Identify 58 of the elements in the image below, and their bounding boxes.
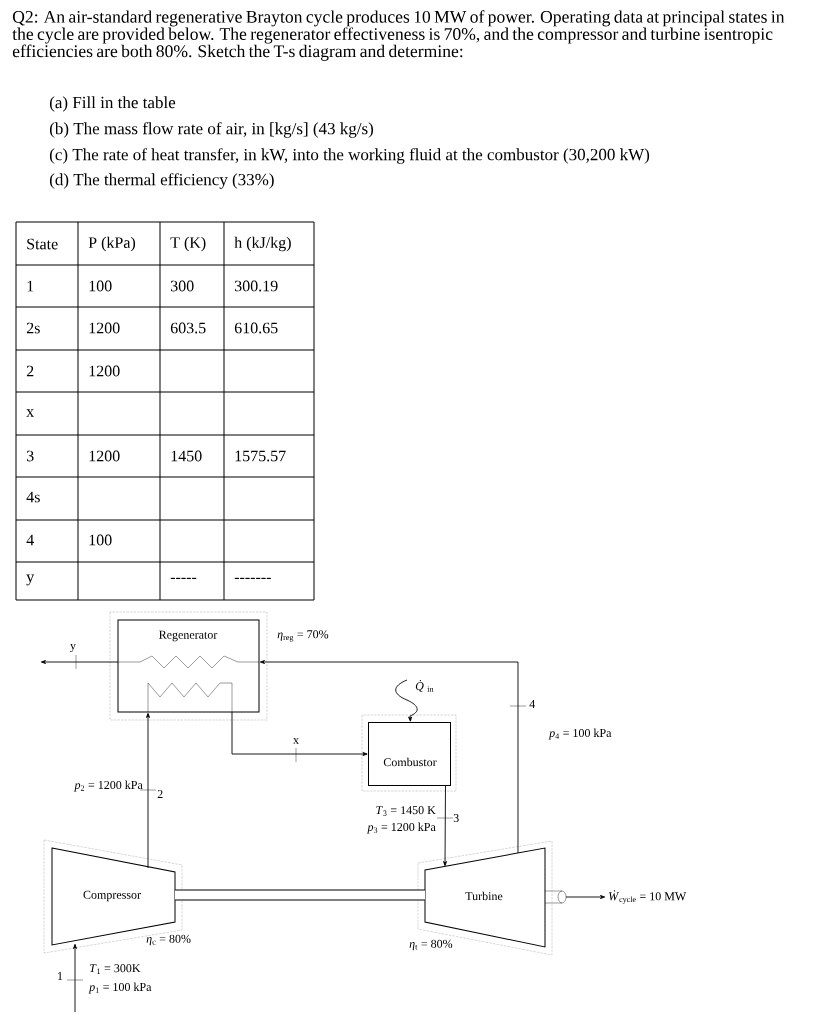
temperature-label: T$_{1}$ = 300K <box>90 964 141 974</box>
efficiency-label: η$_{c}$ = 80% <box>146 934 191 946</box>
table-header: T (K) <box>170 236 206 252</box>
table-header: State <box>27 238 58 250</box>
table-cell: 2 <box>26 365 34 377</box>
pressure-label: p$_{4}$ = 100 kPa <box>548 728 612 740</box>
efficiency-label: η$_{reg}$ = 70% <box>277 630 329 642</box>
flow-arrow <box>73 943 77 1013</box>
item-text: (c) The rate of heat transfer, in kW, into the working fluid at the combustor (30,200 kW) <box>49 148 650 164</box>
table-cell: x <box>26 409 34 417</box>
edge-label: Ẇ$_{cycle}$ = 10 MW <box>609 890 687 904</box>
table-cell: 300.19 <box>234 280 278 292</box>
item-text: (d) The thermal efficiency (33%) <box>49 173 274 189</box>
table-cell: 2s <box>26 322 40 334</box>
table-cell: 1450 <box>171 450 202 462</box>
table-header: h (kJ/kg) <box>234 236 291 252</box>
table-cell: 300 <box>170 280 194 292</box>
temperature-label: T$_{3}$ = 1450 K <box>376 806 436 816</box>
table-cell: 1200 <box>89 365 120 377</box>
pressure-label: p$_{1}$ = 100 kPa <box>88 982 152 994</box>
item-text: (b) The mass flow rate of air, in [kg/s] (43 kg/s) <box>49 122 374 138</box>
table-cell: 1575.57 <box>235 450 286 462</box>
table-cell: 4 <box>26 534 34 546</box>
flow-arrow <box>259 660 519 854</box>
state-label: x <box>293 738 299 744</box>
table-cell: y <box>26 574 35 586</box>
efficiency-label: η$_{t}$ = 80% <box>409 939 453 951</box>
table-cell: 603.5 <box>170 322 206 334</box>
table-cell: ------- <box>234 577 271 579</box>
table-header: P (kPa) <box>88 236 136 252</box>
table-cell: ----- <box>170 577 197 579</box>
table-cell: 4s <box>26 491 40 503</box>
table-cell: 1 <box>27 280 34 292</box>
table-cell: 1200 <box>89 322 120 334</box>
question-text: Q2: An air-standard regenerative Brayton cycle produces 10 MW of power. Operating data at principal states in the cycle are provided below. The regenerator effectiveness is 70%, and the compressor and turbine isentropic efficiencies are both 80%. Sketch the T-s diagram and determine: <box>12 10 785 61</box>
heat-input-arrow <box>395 679 418 722</box>
pressure-label: p$_{3}$ = 1200 kPa <box>366 822 436 834</box>
regenerator-box: Regenerator <box>109 611 268 721</box>
flow-arrow <box>231 711 368 756</box>
table-cell: 610.65 <box>234 322 278 334</box>
item-text: (a) Fill in the table <box>49 96 176 112</box>
state-label: y <box>70 643 76 653</box>
flow-arrow <box>565 895 606 899</box>
table-cell: 100 <box>89 280 112 292</box>
state-label: 2 <box>157 790 163 798</box>
shaft <box>175 889 425 901</box>
state-label: 1 <box>58 972 63 980</box>
table-cell: 100 <box>89 534 112 546</box>
flow-arrow <box>40 660 119 664</box>
state-label: 3 <box>453 813 459 823</box>
table-cell: 1200 <box>89 450 120 462</box>
state-label: 4 <box>529 700 535 708</box>
flow-arrow <box>146 712 150 869</box>
combustor-box: Combustor <box>361 714 457 792</box>
flow-arrow <box>443 785 447 867</box>
edge-label: Q̇$_{in}$ <box>415 680 434 692</box>
pressure-label: p$_{2}$ = 1200 kPa <box>73 780 143 792</box>
table-cell: 3 <box>26 450 34 462</box>
